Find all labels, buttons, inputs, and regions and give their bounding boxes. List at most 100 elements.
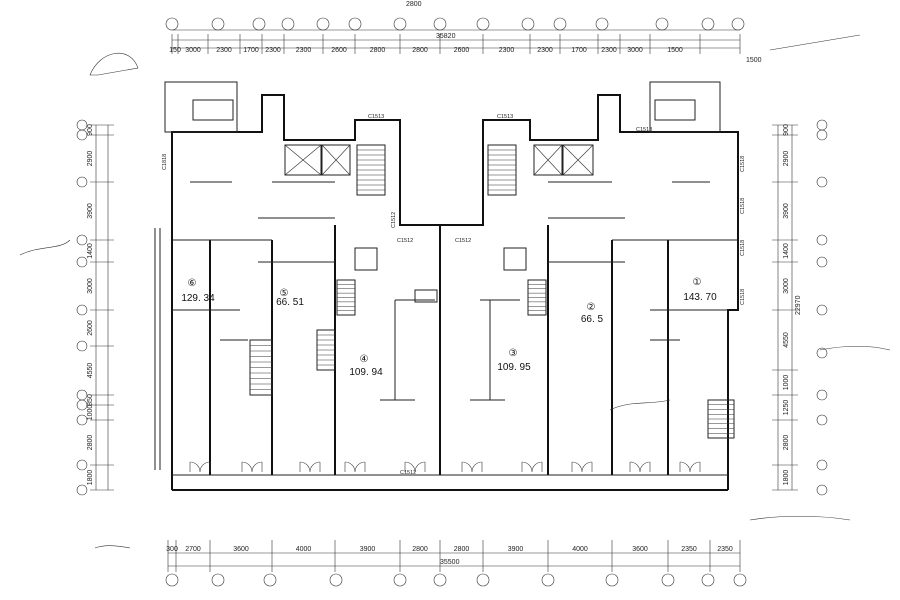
unit-label-3: ③ 109. 95 [497, 348, 531, 373]
unit-label-4: ④ 109. 94 [349, 354, 383, 378]
axis-bubble [816, 484, 828, 496]
axis-bubble [816, 347, 828, 359]
unit-area: 109. 95 [497, 362, 531, 373]
unit-area: 109. 94 [349, 367, 383, 378]
unit-stairs [249, 279, 735, 439]
axis-bubble [263, 573, 277, 587]
door-swing [679, 461, 701, 473]
window-label: C1518 [636, 127, 652, 133]
axis-bubble [76, 129, 88, 141]
axis-bubble [521, 17, 535, 31]
dimension-label: 1250 [783, 400, 790, 416]
window-label: C1512 [400, 470, 416, 476]
axis-bubble [76, 176, 88, 188]
unit-number: ⑥ [188, 278, 197, 289]
door-swing [571, 461, 593, 473]
dimension-label: 2800 [454, 546, 470, 553]
dimension-label: 2300 [265, 47, 281, 54]
dimension-label: 900 [783, 124, 790, 136]
dimension-label: 1700 [571, 47, 587, 54]
dimension-label: 2800 [412, 546, 428, 553]
bottom-axis-bubbles [165, 573, 747, 587]
axis-bubble [348, 17, 362, 31]
dimension-label: 2700 [185, 546, 201, 553]
dimension-label: 300 [166, 546, 178, 553]
top-axis-bubbles [165, 17, 745, 31]
interior-walls [172, 181, 738, 475]
window-label: C1512 [455, 238, 471, 244]
left-segment-dimensions: 9002900390014003000260045508501000280018… [87, 124, 114, 491]
stair-core-left [284, 144, 386, 196]
axis-bubble [816, 414, 828, 426]
dimension-label: 1000 [87, 405, 94, 421]
left-dimension-lines [95, 125, 109, 490]
axis-bubble [329, 573, 343, 587]
dimension-label: 2300 [601, 47, 617, 54]
top-total-dimension: 35820 [436, 33, 456, 40]
bottom-dimension-lines: 35500 [168, 552, 740, 567]
axis-bubble [701, 573, 715, 587]
axis-bubble [76, 304, 88, 316]
unit-area: 143. 70 [683, 292, 717, 303]
dimension-label: 3900 [508, 546, 524, 553]
axis-bubble [476, 573, 490, 587]
axis-bubble [76, 234, 88, 246]
unit-area: 66. 51 [276, 297, 304, 308]
axis-bubble [76, 119, 88, 131]
dimension-label: 3900 [87, 203, 94, 219]
unit-number: ⑤ [280, 288, 289, 299]
window-label: C1518 [740, 198, 746, 214]
axis-bubble [816, 304, 828, 316]
right-dimension-lines: 22970 1500 [746, 57, 802, 490]
door-swing [299, 461, 321, 473]
dimension-label: 150 [169, 47, 181, 54]
axis-bubble [816, 234, 828, 246]
door-swing [189, 461, 211, 473]
unit-label-5: ⑤ 66. 51 [276, 288, 304, 308]
dimension-label: 3000 [627, 47, 643, 54]
axis-bubble [211, 573, 225, 587]
dimension-label: 2350 [717, 546, 733, 553]
dimension-label: 3900 [783, 203, 790, 219]
dimension-label: 2300 [296, 47, 312, 54]
unit-area: 66. 5 [581, 314, 604, 325]
axis-bubble [393, 573, 407, 587]
right-axis-bubbles [816, 119, 828, 496]
unit-label-6: ⑥ 129. 34 [181, 278, 215, 304]
window-label: C1518 [740, 289, 746, 305]
axis-bubble [393, 17, 407, 31]
exterior-walls [154, 81, 739, 491]
dimension-label: 2300 [537, 47, 553, 54]
dimension-label: 2600 [454, 47, 470, 54]
door-swing [521, 461, 543, 473]
dimension-label: 4550 [87, 363, 94, 379]
dimension-label: 1400 [87, 243, 94, 259]
axis-bubble [731, 17, 745, 31]
unit-number: ① [693, 277, 702, 288]
right-top-dimension: 1500 [746, 57, 762, 64]
window-label: C1518 [740, 156, 746, 172]
dimension-label: 2600 [87, 320, 94, 336]
axis-bubble [165, 573, 179, 587]
dimension-label: 1500 [667, 47, 683, 54]
dimension-label: 3000 [783, 278, 790, 294]
window-labels: C1513 C1513 C1818 C1518 C1512 C1512 C151… [162, 114, 746, 476]
dimension-label: 850 [87, 394, 94, 406]
axis-bubble [252, 17, 266, 31]
dimension-label: 2600 [331, 47, 347, 54]
dimension-label: 2800 [783, 435, 790, 451]
dimension-label: 2900 [783, 151, 790, 167]
axis-bubble [281, 17, 295, 31]
door-swing [344, 461, 366, 473]
dimension-label: 2900 [87, 151, 94, 167]
dimension-label: 4000 [572, 546, 588, 553]
axis-bubble [76, 399, 88, 411]
dimension-label: 2800 [412, 47, 428, 54]
axis-bubble [211, 17, 225, 31]
axis-bubble [701, 17, 715, 31]
dimension-label: 3000 [185, 47, 201, 54]
axis-bubble [76, 414, 88, 426]
axis-bubble [433, 573, 447, 587]
